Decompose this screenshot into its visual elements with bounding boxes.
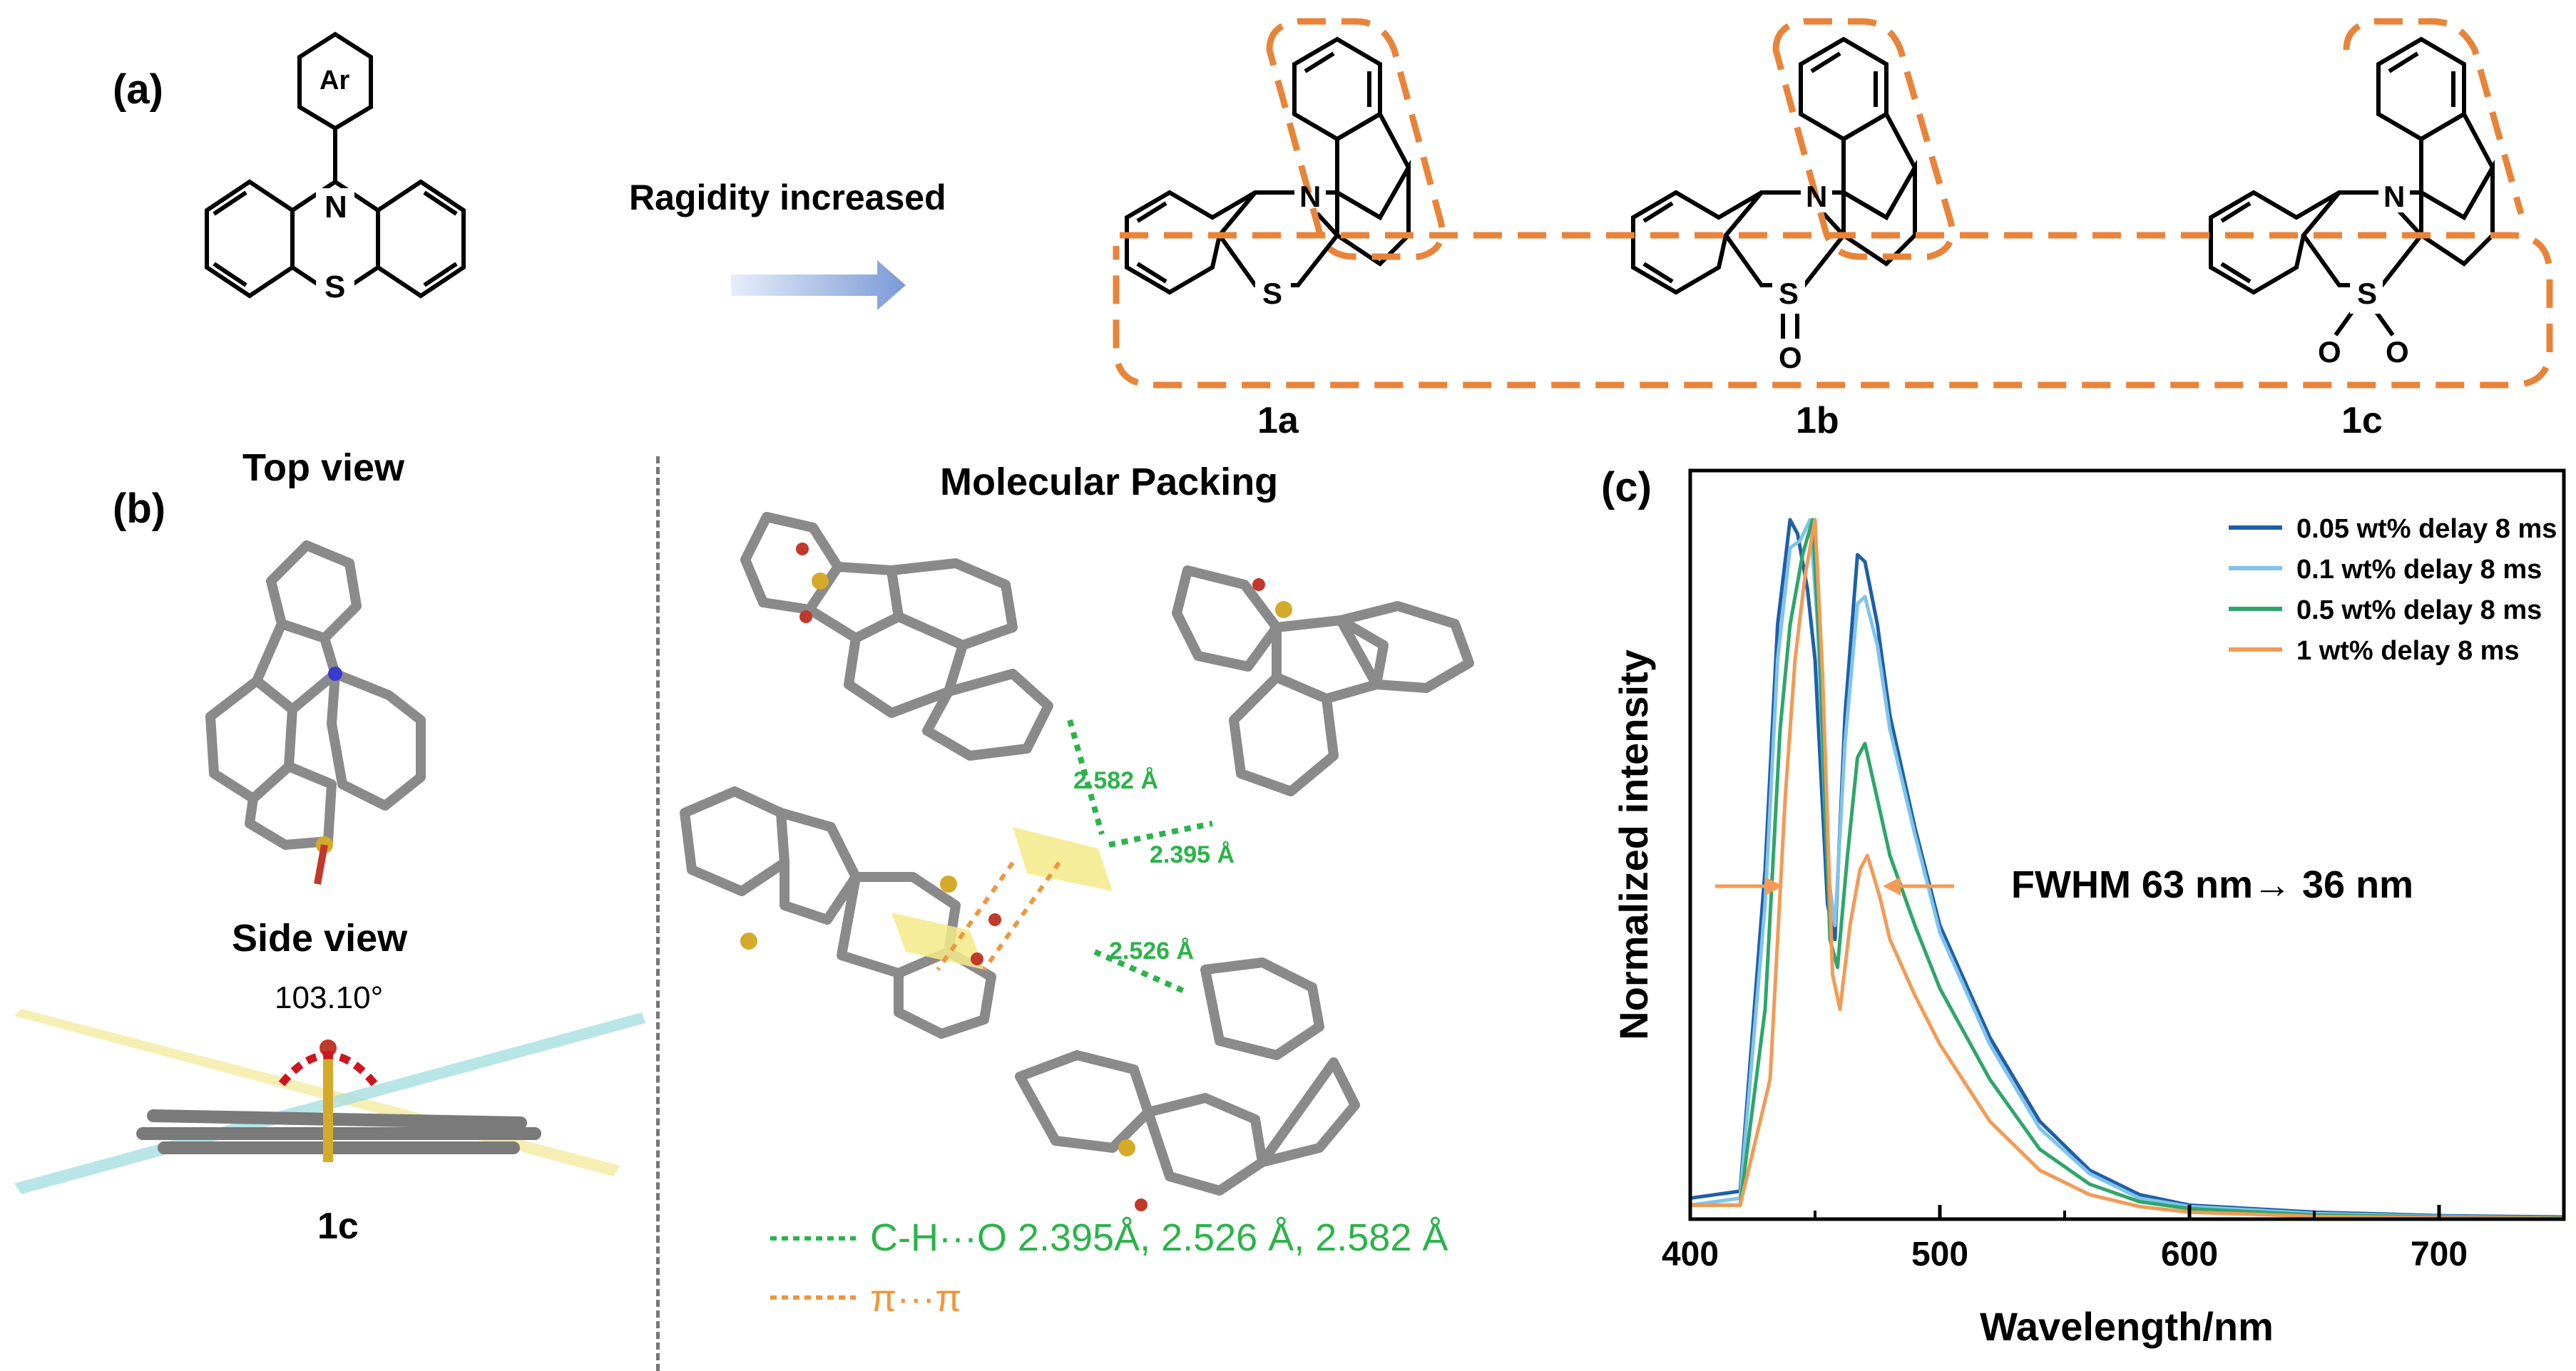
contact-label-3: 2.526 Å <box>1109 938 1195 965</box>
contact-label-2: 2.395 Å <box>1150 841 1235 868</box>
legend-ch-o-text: C-H···O 2.395Å, 2.526 Å, 2.582 Å <box>870 1216 1448 1259</box>
c1b-o-label: O <box>1779 341 1802 374</box>
legend-label-4: 1 wt% delay 8 ms <box>2296 636 2520 666</box>
c1c-n-label: N <box>2383 180 2406 213</box>
y-axis-title: Normalized intensity <box>1611 649 1656 1040</box>
c1b-s-label: S <box>1779 277 1799 310</box>
x-axis-title: Wavelength/nm <box>1980 1304 2274 1349</box>
generic-aryl-label: Ar <box>320 66 350 96</box>
packing-title: Molecular Packing <box>940 461 1279 503</box>
arrow-text: Ragidity increased <box>629 178 946 217</box>
legend-label-3: 0.5 wt% delay 8 ms <box>2296 595 2542 625</box>
x-tick-label-4: 700 <box>2411 1236 2468 1273</box>
panel-b-label: (b) <box>113 486 166 532</box>
c1c-o2-label: O <box>2386 335 2409 369</box>
c1a-s-label: S <box>1262 277 1283 310</box>
series-line-2 <box>1690 518 2565 1220</box>
side-view-title: Side view <box>232 917 408 960</box>
contact-label-1: 2.582 Å <box>1073 767 1159 794</box>
side-view-compound-label: 1c <box>317 1206 359 1247</box>
x-tick-label-2: 500 <box>1911 1236 1968 1273</box>
legend-pi-text: π···π <box>870 1277 962 1320</box>
pi-overlap-1 <box>1013 827 1113 891</box>
plot-frame <box>1688 468 2566 1221</box>
series-line-4 <box>1690 518 2565 1221</box>
top-view-molecule <box>205 540 426 850</box>
x-tick-label-3: 600 <box>2161 1236 2218 1273</box>
c1b-n-label: N <box>1806 180 1828 213</box>
x-tick-label-1: 400 <box>1662 1236 1719 1273</box>
series-line-3 <box>1690 518 2565 1220</box>
c1c-o1-label: O <box>2318 335 2341 369</box>
legend-label-2: 0.1 wt% delay 8 ms <box>2296 555 2542 585</box>
top-view-title: Top view <box>242 446 405 489</box>
panel-a-label: (a) <box>113 66 163 113</box>
label-1b: 1b <box>1796 400 1839 441</box>
series-line-1 <box>1690 518 2565 1219</box>
c1c-s-label: S <box>2357 277 2378 310</box>
label-1c: 1c <box>2341 400 2383 441</box>
generic-s-label: S <box>324 269 346 304</box>
fwhm-annotation: FWHM 63 nm→ 36 nm <box>2011 863 2414 906</box>
label-1a: 1a <box>1257 400 1299 441</box>
legend-label-1: 0.05 wt% delay 8 ms <box>2296 514 2557 544</box>
increase-arrow <box>731 260 906 310</box>
side-view-angle: 103.10° <box>275 980 384 1015</box>
panel-c-label: (c) <box>1601 464 1652 510</box>
panel-b-divider <box>656 456 660 1371</box>
generic-n-label: N <box>324 190 347 225</box>
c1a-n-label: N <box>1299 180 1322 213</box>
pi-overlap-2 <box>891 913 984 970</box>
